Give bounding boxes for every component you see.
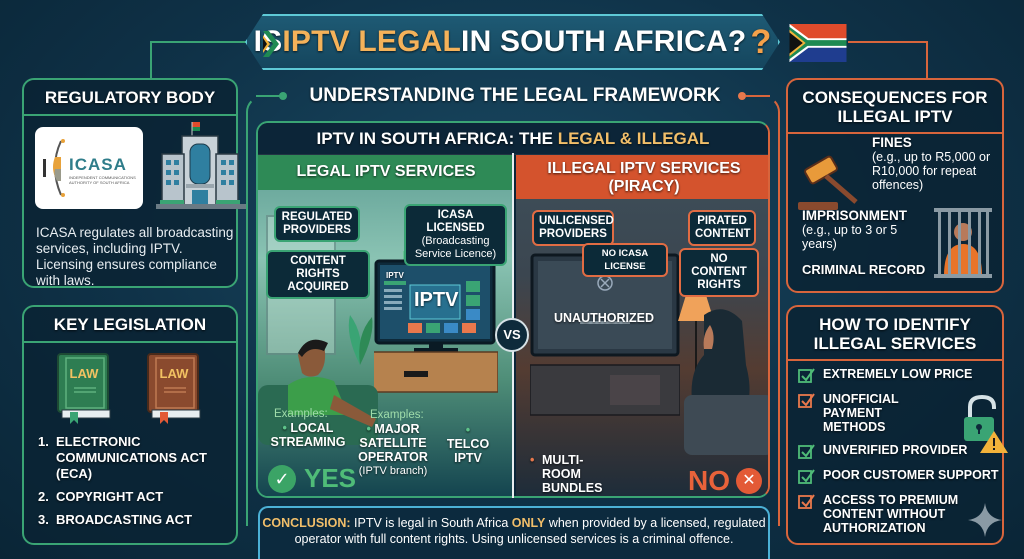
comparison-title: IPTV IN SOUTH AFRICA: THE LEGAL & ILLEGA… <box>258 123 768 155</box>
regulatory-heading: REGULATORY BODY <box>24 80 236 116</box>
examples-label: Examples: <box>370 409 424 421</box>
law-book-brown-icon: LAW <box>146 352 202 426</box>
legislation-heading: KEY LEGISLATION <box>24 307 236 343</box>
checkbox-checked-icon <box>798 494 815 509</box>
title-connector-right <box>848 41 928 43</box>
prison-bars-icon <box>934 208 992 278</box>
x-circle-icon: ✕ <box>736 468 762 494</box>
unlocked-padlock-warning-icon <box>964 395 1008 453</box>
framework-dot-right <box>738 92 746 100</box>
no-icasa-license-callout: NO ICASA LICENSE <box>582 243 668 277</box>
connector-right-vert <box>926 41 928 79</box>
illegal-features-list: •MULTI-ROOM BUNDLES •LOW-COST •GLOBAL CH… <box>530 453 667 496</box>
checkbox-checked-icon <box>798 368 815 383</box>
icasa-logo-text: ICASA <box>69 155 127 174</box>
vs-badge: VS <box>495 318 529 352</box>
consequences-panel: CONSEQUENCES FOR ILLEGAL IPTV FINES (e.g… <box>786 78 1004 293</box>
warning-sign-item: ACCESS TO PREMIUM CONTENT WITHOUT AUTHOR… <box>798 493 1003 535</box>
illegal-heading: ILLEGAL IPTV SERVICES (PIRACY) <box>516 155 768 199</box>
icasa-logo-subtitle: INDEPENDENT COMMUNICATIONS AUTHORITY OF … <box>69 175 136 185</box>
plant-icon <box>348 315 373 365</box>
checkbox-checked-icon <box>798 393 815 408</box>
checkmark-icon: ✓ <box>268 464 296 493</box>
example-item: • TELCO IPTV <box>446 423 490 465</box>
examples-label: Examples: <box>274 408 328 420</box>
question-mark-icon: ? <box>750 22 772 61</box>
criminal-record-item: CRIMINAL RECORD <box>802 262 926 277</box>
checkbox-checked-icon <box>798 444 815 459</box>
illegal-verdict: NO ✕ <box>688 465 762 496</box>
verdict-no: NO <box>688 465 730 496</box>
conclusion-box: CONCLUSION: IPTV is legal in South Afric… <box>258 506 770 559</box>
law-book-green-icon: LAW <box>56 352 112 426</box>
icasa-logo: ICASA INDEPENDENT COMMUNICATIONS AUTHORI… <box>35 127 143 209</box>
conclusion-only: ONLY <box>511 516 546 530</box>
conclusion-label: CONCLUSION: <box>262 516 351 530</box>
title-highlight: IPTV LEGAL <box>282 25 462 58</box>
key-legislation-panel: KEY LEGISLATION LAW LAW 1.ELECTRONIC COM… <box>22 305 238 545</box>
framework-frame <box>246 96 780 526</box>
regulated-providers-callout: REGULATED PROVIDERS <box>274 206 360 242</box>
warning-sign-item: POOR CUSTOMER SUPPORT <box>798 468 1003 484</box>
legal-services-section: LEGAL IPTV SERVICES IPTV <box>258 155 514 496</box>
legislation-item: 2.COPYRIGHT ACT <box>38 489 164 504</box>
legislation-item: 3.BROADCASTING ACT <box>38 512 193 527</box>
south-africa-flag-icon <box>789 24 847 62</box>
illegal-services-section: ILLEGAL IPTV SERVICES (PIRACY) UNAUTHORI… <box>516 155 768 496</box>
fines-item: FINES (e.g., up to R5,000 or R10,000 for… <box>872 135 991 193</box>
sparkle-icon <box>968 503 1002 537</box>
checkbox-checked-icon <box>798 469 815 484</box>
law-book-label: LAW <box>159 366 189 381</box>
icasa-emblem-icon <box>43 139 65 197</box>
warning-signs-list: EXTREMELY LOW PRICE UNOFFICIAL PAYMENT M… <box>798 367 1003 544</box>
regulatory-description: ICASA regulates all broadcasting service… <box>36 225 234 288</box>
viewer-person-illustration <box>258 339 378 445</box>
legal-heading: LEGAL IPTV SERVICES <box>258 155 514 190</box>
unauthorized-screen-text: UNAUTHORIZED <box>554 311 654 325</box>
verdict-yes: YES <box>304 463 357 493</box>
hooded-person-illustration <box>684 309 768 455</box>
title-suffix: IN SOUTH AFRICA? <box>461 25 747 58</box>
government-building-icon <box>156 122 248 209</box>
example-item: • MAJOR SATELLITE OPERATOR(IPTV branch) <box>358 422 428 477</box>
tv-menu-label: IPTV <box>386 271 404 280</box>
legal-tv-illustration <box>374 251 498 393</box>
no-content-rights-callout: NO CONTENT RIGHTS <box>679 248 759 297</box>
example-item: • LOCAL STREAMING <box>270 421 346 449</box>
warning-sign-item: UNVERIFIED PROVIDER <box>798 443 1003 459</box>
framework-heading: UNDERSTANDING THE LEGAL FRAMEWORK <box>309 85 721 106</box>
chevron-right-icon <box>261 29 281 59</box>
warning-sign-item: EXTREMELY LOW PRICE <box>798 367 1003 383</box>
consequences-heading: CONSEQUENCES FOR ILLEGAL IPTV <box>788 80 1002 134</box>
pirated-content-callout: PIRATED CONTENT <box>688 210 756 246</box>
identify-heading: HOW TO IDENTIFY ILLEGAL SERVICES <box>788 307 1002 361</box>
law-book-label: LAW <box>69 366 99 381</box>
content-rights-callout: CONTENT RIGHTS ACQUIRED <box>266 250 370 299</box>
framework-line-right <box>746 95 770 97</box>
identify-illegal-panel: HOW TO IDENTIFY ILLEGAL SERVICES EXTREME… <box>786 305 1008 545</box>
icasa-licensed-callout: ICASA LICENSED (Broadcasting Service Lic… <box>404 204 507 266</box>
legislation-item: 1.ELECTRONIC COMMUNICATIONS ACT (ECA) <box>38 434 207 481</box>
tv-iptv-logo: IPTV <box>414 289 459 311</box>
framework-line-left <box>256 95 281 97</box>
framework-dot-left <box>279 92 287 100</box>
illegal-tv-illustration <box>530 253 680 416</box>
connector-left-vert <box>150 41 152 79</box>
title-connector-left <box>150 41 246 43</box>
page-title: IS IPTV LEGAL IN SOUTH AFRICA? ? <box>245 14 780 70</box>
legislation-list: 1.ELECTRONIC COMMUNICATIONS ACT (ECA) 2.… <box>38 434 238 535</box>
legal-verdict: ✓ YES <box>268 463 356 494</box>
regulatory-body-panel: REGULATORY BODY ICASA INDEPENDENT COMMUN… <box>22 78 248 288</box>
gavel-icon <box>798 155 858 210</box>
unlicensed-providers-callout: UNLICENSED PROVIDERS <box>532 210 614 246</box>
imprisonment-item: IMPRISONMENT (e.g., up to 3 or 5 years) <box>802 208 908 252</box>
illegal-feature-item: •MULTI-ROOM BUNDLES <box>530 453 603 495</box>
warning-sign-item: UNOFFICIAL PAYMENT METHODS <box>798 392 1003 434</box>
